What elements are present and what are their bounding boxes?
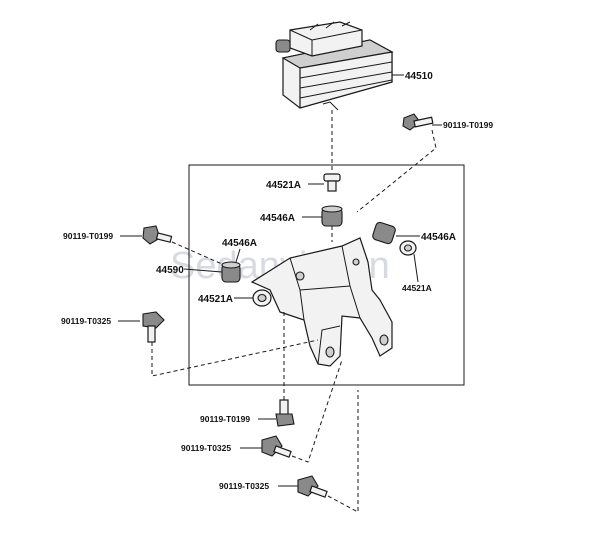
bolt-bottom-1	[275, 399, 295, 427]
cushion-left	[221, 261, 241, 283]
label-bracket: 44590	[156, 265, 184, 276]
label-stud-center: 44521A	[266, 180, 301, 191]
label-cushion-left: 44546A	[222, 238, 257, 249]
collar-left	[252, 289, 272, 307]
cushion-center	[321, 205, 343, 227]
label-cushion-right: 44546A	[421, 232, 456, 243]
label-bolt-bottom-1: 90119-T0199	[200, 414, 250, 424]
label-collar-left: 44521A	[198, 294, 233, 305]
abs-actuator	[275, 21, 394, 111]
label-bolt-left-lower: 90119-T0325	[61, 316, 111, 326]
bolt-left-lower	[142, 311, 165, 343]
bolt-bottom-3	[297, 475, 328, 498]
stud-center	[323, 173, 341, 192]
label-cushion-center: 44546A	[260, 213, 295, 224]
bolt-left	[142, 225, 173, 245]
bolt-top-right	[402, 113, 434, 131]
bracket	[250, 237, 393, 367]
collar-right	[399, 240, 417, 256]
label-actuator: 44510	[405, 71, 433, 82]
label-collar-right: 44521A	[402, 283, 432, 293]
cushion-right	[372, 221, 396, 245]
label-bolt-left: 90119-T0199	[63, 231, 113, 241]
label-bolt-bottom-2: 90119-T0325	[181, 443, 231, 453]
bracket-frame	[188, 164, 465, 386]
label-bolt-bottom-3: 90119-T0325	[219, 481, 269, 491]
bolt-bottom-2	[261, 435, 292, 458]
label-bolt-top-right: 90119-T0199	[443, 120, 493, 130]
